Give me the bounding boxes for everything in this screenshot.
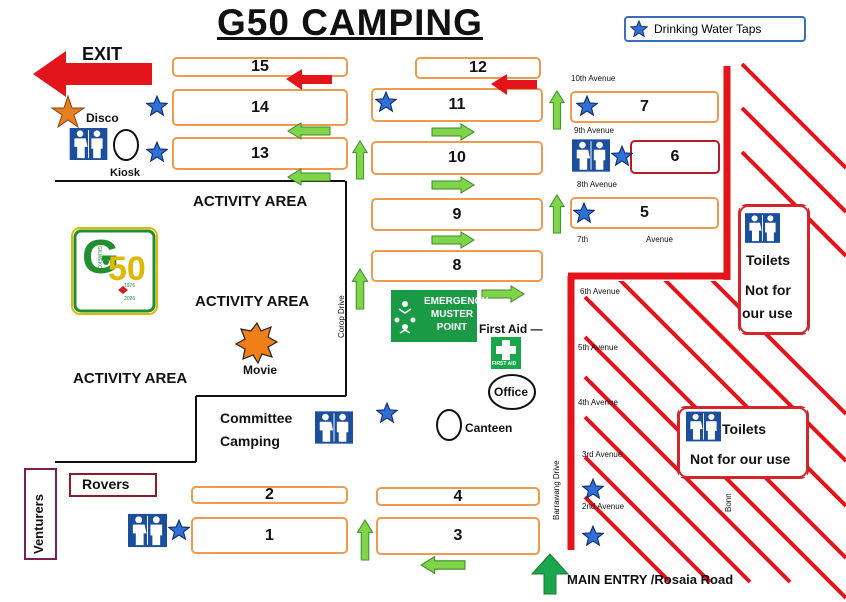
avenue-3: 3rd Avenue (582, 450, 623, 459)
kiosk-circle-icon (113, 129, 139, 161)
site-7[interactable]: 7 (570, 91, 719, 123)
star-icon (630, 20, 648, 38)
rovers-label[interactable]: Rovers (82, 476, 130, 492)
site-5[interactable]: 5 (570, 197, 719, 229)
our-use-label-1: our use (742, 305, 793, 321)
site-2[interactable]: 2 (191, 486, 348, 504)
site-6[interactable]: 6 (630, 140, 720, 174)
exit-arrow-icon (33, 51, 152, 97)
toilets-label-1: Toilets (746, 252, 791, 268)
venturers-box (24, 468, 57, 560)
avenue-10: 10th Avenue (571, 74, 616, 83)
not-for-our-use-label-2: Not for our use (690, 451, 791, 467)
legend-label: Drinking Water Taps (654, 22, 762, 36)
site-4[interactable]: 4 (376, 487, 540, 506)
disco-label: Disco (86, 111, 119, 125)
avenue-9: 9th Avenue (574, 126, 614, 135)
activity-area-3: ACTIVITY AREA (73, 370, 188, 387)
site-12[interactable]: 12 (415, 57, 541, 79)
site-3[interactable]: 3 (376, 517, 540, 555)
corop-drive-label: Corop Drive (337, 295, 346, 338)
avenue-2: 2nd Avenue (582, 502, 625, 511)
disco-star-icon (50, 94, 86, 129)
logo-years-bottom: 2026 (124, 296, 136, 302)
not-for-label-1: Not for (745, 282, 791, 298)
office-circle-icon (488, 374, 536, 410)
red-arrow-icon (491, 74, 537, 95)
site-9[interactable]: 9 (371, 198, 543, 231)
rovers-box (69, 473, 157, 497)
first-aid-sign-text: FIRST AID (492, 361, 517, 367)
muster-line-3: POINT (436, 322, 468, 333)
red-arrow-icon (286, 69, 332, 90)
muster-point-sign (391, 290, 477, 342)
logo-letter: G (82, 231, 120, 284)
canteen-label[interactable]: Canteen (465, 421, 513, 435)
avenue-6: 6th Avenue (580, 287, 620, 296)
avenue-8: 8th Avenue (577, 180, 617, 189)
camping-label: Camping (220, 433, 280, 449)
main-entry-label: MAIN ENTRY /Rosaia Road (567, 572, 734, 587)
site-8[interactable]: 8 (371, 250, 543, 282)
committee-label: Committee (220, 410, 293, 426)
site-13[interactable]: 13 (172, 137, 348, 170)
venturers-label[interactable]: Venturers (31, 494, 46, 554)
logo-number: 50 (108, 250, 146, 288)
legend: Drinking Water Taps (624, 16, 806, 42)
logo-years-top: 1976 (124, 283, 136, 289)
canteen-circle-icon (436, 409, 462, 441)
movie-label: Movie (243, 363, 278, 377)
site-15[interactable]: 15 (172, 57, 348, 77)
avenue-7-b: Avenue (646, 235, 673, 244)
activity-area-1: ACTIVITY AREA (193, 193, 308, 210)
main-entry-arrow-icon (530, 553, 570, 595)
kiosk-label: Kiosk (110, 167, 140, 179)
map-title: G50 CAMPING (217, 2, 483, 43)
site-10[interactable]: 10 (371, 141, 543, 175)
barrawang-drive-label: Barrawang Drive (552, 460, 561, 520)
first-aid-label: First Aid — (479, 322, 543, 336)
muster-line-1: EMERGENCY (424, 296, 489, 307)
office-label[interactable]: Office (494, 385, 529, 399)
avenue-5: 5th Avenue (578, 343, 618, 352)
toilets-label-2: Toilets (722, 421, 767, 437)
bonn-label: Bonn (724, 493, 733, 512)
avenue-7-a: 7th (577, 235, 589, 244)
site-14[interactable]: 14 (172, 89, 348, 126)
movie-burst-icon (234, 321, 279, 365)
avenue-4: 4th Avenue (578, 398, 618, 407)
exit-label: EXIT (82, 44, 123, 64)
muster-line-2: MUSTER (430, 309, 474, 320)
logo-text: GILWEKOO (96, 246, 102, 273)
site-11[interactable]: 11 (371, 88, 543, 122)
activity-area-2: ACTIVITY AREA (195, 293, 310, 310)
site-1[interactable]: 1 (191, 517, 348, 554)
